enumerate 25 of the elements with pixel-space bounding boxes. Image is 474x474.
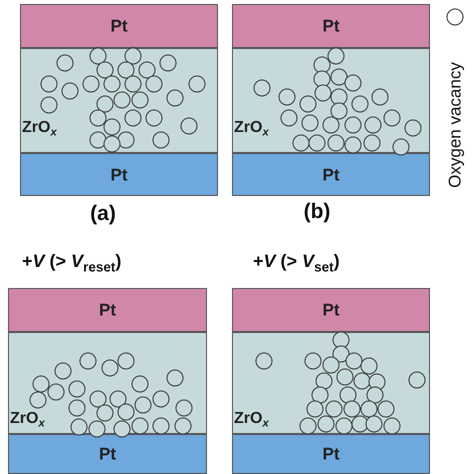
top-electrode-layer bbox=[232, 4, 430, 48]
top-electrode-layer bbox=[232, 288, 430, 332]
bottom-electrode-layer bbox=[232, 153, 430, 196]
legend-text: Oxygen vacancy bbox=[446, 62, 464, 188]
voltage-label: +V (> V$_{set}$) bbox=[253, 252, 340, 274]
electrode-label: Pt bbox=[322, 302, 340, 318]
electrode-label: Pt bbox=[322, 166, 340, 183]
bottom-electrode-layer bbox=[232, 434, 430, 474]
bottom-electrode-layer bbox=[8, 434, 207, 474]
panel-label: (b) bbox=[304, 200, 330, 222]
top-electrode-layer bbox=[20, 4, 218, 48]
electrode-label: Pt bbox=[322, 446, 340, 462]
material-label: ZrO$_{x}$ bbox=[234, 411, 269, 430]
electrode-label: Pt bbox=[110, 18, 128, 34]
material-label: ZrO$_{x}$ bbox=[234, 120, 269, 139]
electrode-label: Pt bbox=[99, 446, 116, 462]
electrode-label: Pt bbox=[99, 302, 116, 318]
material-label: ZrO$_{x}$ bbox=[22, 120, 57, 139]
top-electrode-layer bbox=[8, 288, 207, 332]
bottom-electrode-layer bbox=[20, 153, 218, 196]
electrode-label: Pt bbox=[322, 18, 340, 34]
electrode-label: Pt bbox=[110, 166, 128, 183]
voltage-label: +V (> V$_{reset}$) bbox=[22, 252, 122, 274]
panel-label: (a) bbox=[90, 202, 116, 224]
material-label: ZrO$_{x}$ bbox=[10, 411, 45, 430]
